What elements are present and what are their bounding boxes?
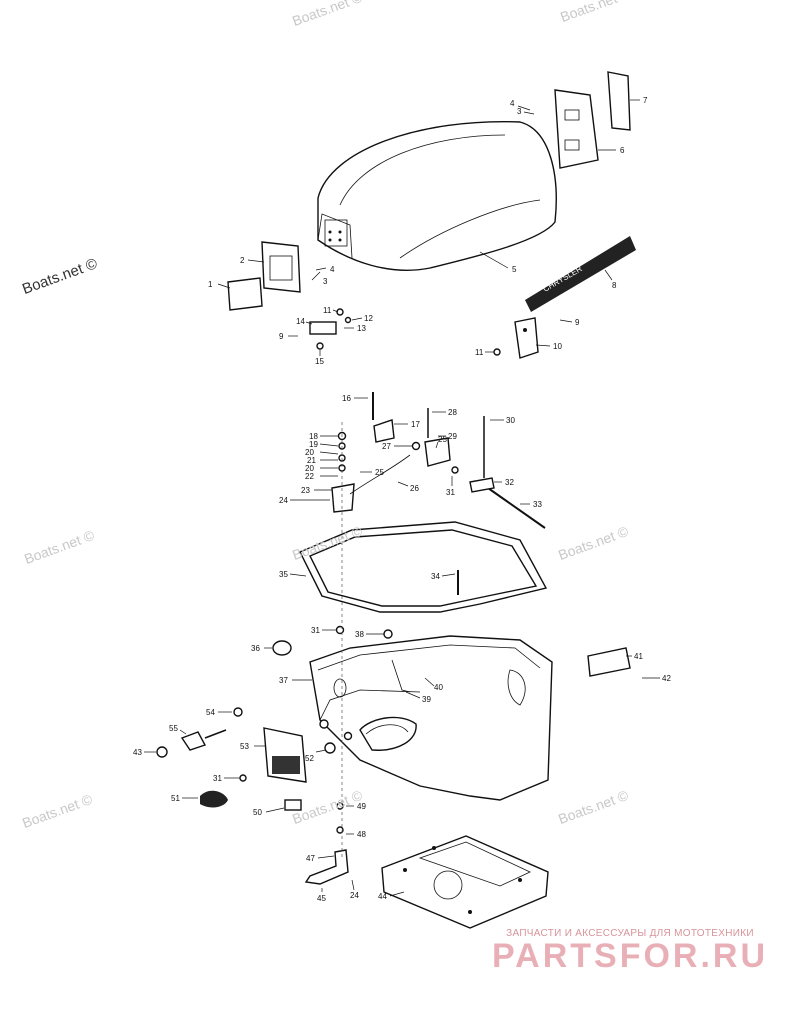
callout-10: 10 bbox=[553, 342, 562, 351]
callout-24: 24 bbox=[279, 496, 288, 505]
callout-13: 13 bbox=[357, 324, 366, 333]
callout-15: 15 bbox=[315, 357, 324, 366]
callout-16: 16 bbox=[342, 394, 351, 403]
callout-44: 44 bbox=[378, 892, 387, 901]
callout-50: 50 bbox=[253, 808, 262, 817]
cowl-cover bbox=[317, 120, 557, 271]
callout-31: 31 bbox=[446, 488, 455, 497]
callout-3: 3 bbox=[323, 277, 328, 286]
seal-gasket bbox=[299, 521, 548, 613]
callout-41: 41 bbox=[634, 652, 643, 661]
callout-30: 30 bbox=[506, 416, 515, 425]
callout-20b: 20 bbox=[305, 464, 314, 473]
callout-31c: 31 bbox=[213, 774, 222, 783]
callout-19: 19 bbox=[309, 440, 318, 449]
vendor-logo: PARTSFOR.RU bbox=[491, 937, 769, 975]
rear-plate bbox=[554, 71, 631, 169]
front-plate bbox=[227, 241, 301, 311]
latch-bracket bbox=[514, 317, 539, 359]
callout-21: 21 bbox=[307, 456, 316, 465]
callout-11b: 11 bbox=[475, 348, 484, 357]
callout-17: 17 bbox=[411, 420, 420, 429]
callout-42: 42 bbox=[662, 674, 671, 683]
chrysler-decal: CHRYSLER bbox=[525, 236, 636, 312]
callout-53: 53 bbox=[240, 742, 249, 751]
side-hardware bbox=[156, 625, 393, 811]
callout-47: 47 bbox=[306, 854, 315, 863]
callout-22: 22 bbox=[305, 472, 314, 481]
callout-31b: 31 bbox=[311, 626, 320, 635]
callout-14: 14 bbox=[296, 317, 305, 326]
vendor-banner: ЗАПЧАСТИ И АКСЕССУАРЫ ДЛЯ МОТОТЕХНИКИ PA… bbox=[470, 928, 790, 976]
callout-28: 28 bbox=[448, 408, 457, 417]
callout-43: 43 bbox=[133, 748, 142, 757]
callout-48: 48 bbox=[357, 830, 366, 839]
linkage-cluster bbox=[331, 392, 546, 529]
callout-24b: 24 bbox=[350, 891, 359, 900]
shift-lever bbox=[304, 849, 349, 885]
callout-36: 36 bbox=[251, 644, 260, 653]
callout-25: 25 bbox=[375, 468, 384, 477]
callout-4b: 4 bbox=[330, 265, 335, 274]
callout-11: 11 bbox=[323, 306, 332, 315]
callout-54: 54 bbox=[206, 708, 215, 717]
side-bracket bbox=[587, 647, 631, 677]
callout-20: 20 bbox=[305, 448, 314, 457]
callout-35: 35 bbox=[279, 570, 288, 579]
callout-9b: 9 bbox=[575, 318, 580, 327]
callout-33: 33 bbox=[533, 500, 542, 509]
callout-32: 32 bbox=[505, 478, 514, 487]
callout-8: 8 bbox=[612, 281, 617, 290]
callout-1: 1 bbox=[208, 280, 213, 289]
callout-37: 37 bbox=[279, 676, 288, 685]
callout-2: 2 bbox=[240, 256, 245, 265]
callout-40: 40 bbox=[434, 683, 443, 692]
callout-27: 27 bbox=[382, 442, 391, 451]
callout-34: 34 bbox=[431, 572, 440, 581]
hardware-cluster-top bbox=[309, 308, 501, 356]
callout-18: 18 bbox=[309, 432, 318, 441]
callout-12: 12 bbox=[364, 314, 373, 323]
callout-29: 29 bbox=[448, 432, 457, 441]
callout-5: 5 bbox=[512, 265, 517, 274]
callout-3b: 3 bbox=[517, 107, 522, 116]
callout-39: 39 bbox=[422, 695, 431, 704]
callout-38: 38 bbox=[355, 630, 364, 639]
callout-6: 6 bbox=[620, 146, 625, 155]
lower-housing bbox=[309, 635, 553, 801]
callout-55: 55 bbox=[169, 724, 178, 733]
callout-45: 45 bbox=[317, 894, 326, 903]
callout-51: 51 bbox=[171, 794, 180, 803]
callout-23: 23 bbox=[301, 486, 310, 495]
vendor-tagline: ЗАПЧАСТИ И АКСЕССУАРЫ ДЛЯ МОТОТЕХНИКИ bbox=[506, 928, 754, 939]
callout-26: 26 bbox=[410, 484, 419, 493]
callout-9: 9 bbox=[279, 332, 284, 341]
callout-49: 49 bbox=[357, 802, 366, 811]
callout-labels: 1 2 3 3 4 4 5 6 7 8 9 9 10 11 11 12 13 1… bbox=[133, 96, 671, 903]
callout-7: 7 bbox=[643, 96, 648, 105]
callout-25b: 25 bbox=[438, 435, 447, 444]
callout-4: 4 bbox=[510, 99, 515, 108]
bottom-gasket bbox=[381, 835, 549, 929]
callout-52: 52 bbox=[305, 754, 314, 763]
